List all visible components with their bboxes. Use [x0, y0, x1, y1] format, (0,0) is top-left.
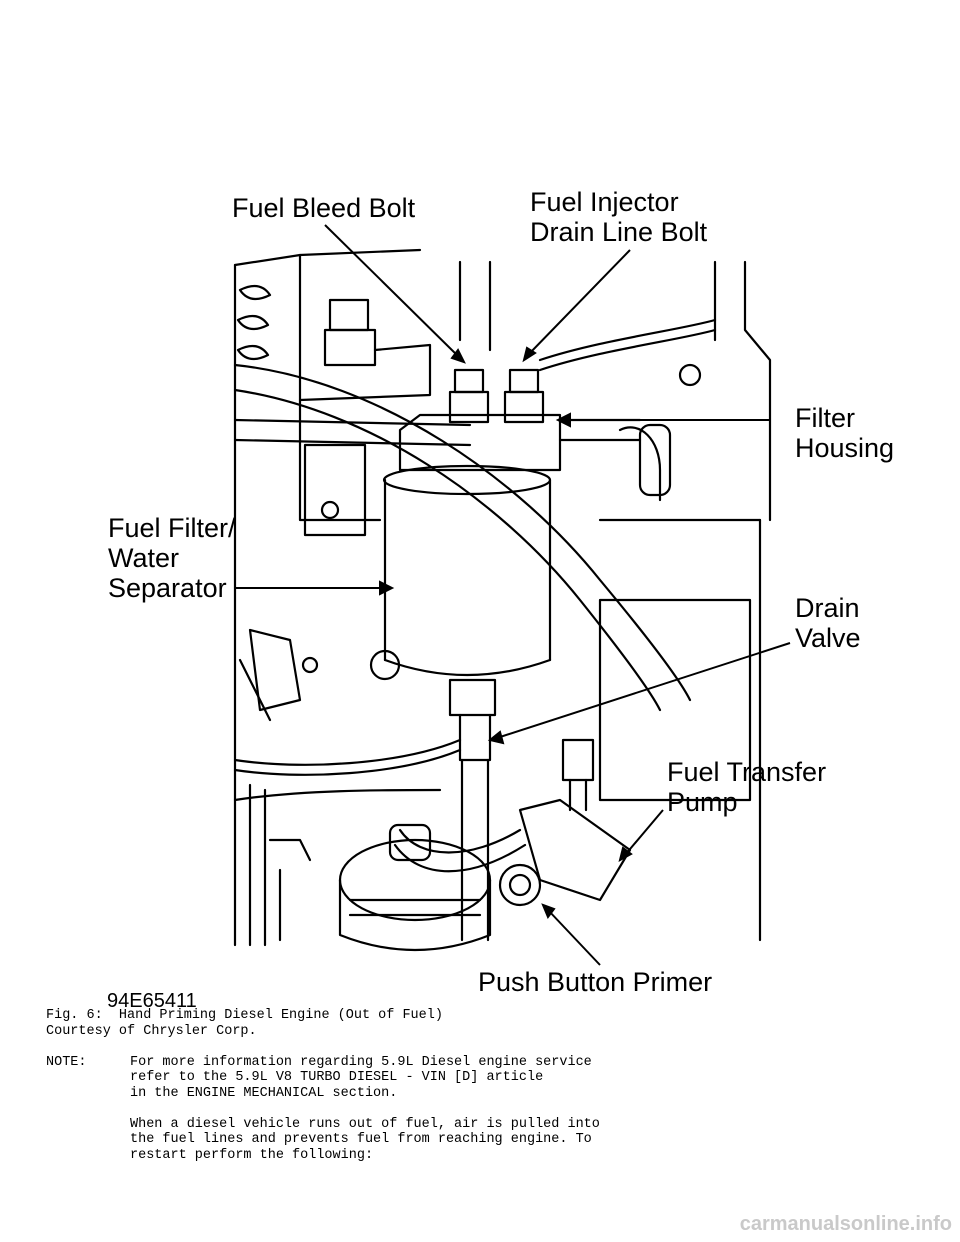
body-line: When a diesel vehicle runs out of fuel, …	[130, 1116, 600, 1132]
note-label: NOTE:	[46, 1054, 87, 1070]
label-drain-valve-line1: Drain	[795, 593, 860, 623]
figure-code: 94E65411	[107, 990, 197, 1012]
label-fuel-filter-line1: Fuel Filter/	[108, 513, 236, 543]
label-fuel-filter-line3: Separator	[108, 573, 227, 603]
label-fuel-filter-line2: Water	[108, 543, 180, 573]
label-filter-housing-line1: Filter	[795, 403, 855, 433]
label-filter-housing-line2: Housing	[795, 433, 895, 463]
note-line: For more information regarding 5.9L Dies…	[130, 1054, 592, 1070]
courtesy-line: Courtesy of Chrysler Corp.	[46, 1023, 257, 1039]
body-line: restart perform the following:	[130, 1147, 374, 1163]
label-push-button-primer: Push Button Primer	[478, 967, 713, 997]
body-line: the fuel lines and prevents fuel from re…	[130, 1132, 592, 1147]
note-line: refer to the 5.9L V8 TURBO DIESEL - VIN …	[130, 1070, 544, 1085]
note-line: in the ENGINE MECHANICAL section.	[130, 1085, 398, 1101]
label-drain-valve-line2: Valve	[795, 623, 861, 653]
label-fuel-bleed-bolt: Fuel Bleed Bolt	[232, 193, 416, 223]
watermark: carmanualsonline.info	[739, 1213, 952, 1235]
figure-caption: Fig. 6: Hand Priming Diesel Engine (Out …	[46, 1008, 443, 1023]
fuel-system-illustration	[233, 224, 791, 966]
label-fuel-injector-line2: Drain Line Bolt	[530, 217, 708, 247]
label-transfer-pump-line1: Fuel Transfer	[667, 757, 827, 787]
label-transfer-pump-line2: Pump	[667, 787, 738, 817]
label-fuel-injector-line1: Fuel Injector	[530, 187, 679, 217]
